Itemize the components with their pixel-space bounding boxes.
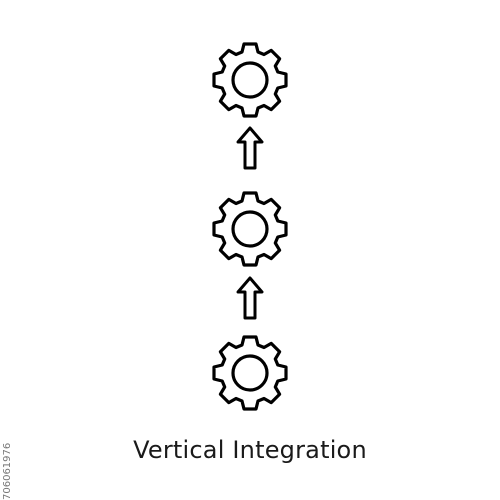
caption-title: Vertical Integration xyxy=(133,436,367,464)
stock-id-text: 706061976 xyxy=(2,442,13,500)
up-arrow-icon-upper xyxy=(236,126,264,170)
gear-icon-top xyxy=(212,42,288,118)
gear-icon-bottom xyxy=(212,335,288,411)
gear-icon-middle xyxy=(212,191,288,267)
up-arrow-icon-lower xyxy=(236,276,264,320)
stock-id-label: 706061976 xyxy=(0,442,16,500)
